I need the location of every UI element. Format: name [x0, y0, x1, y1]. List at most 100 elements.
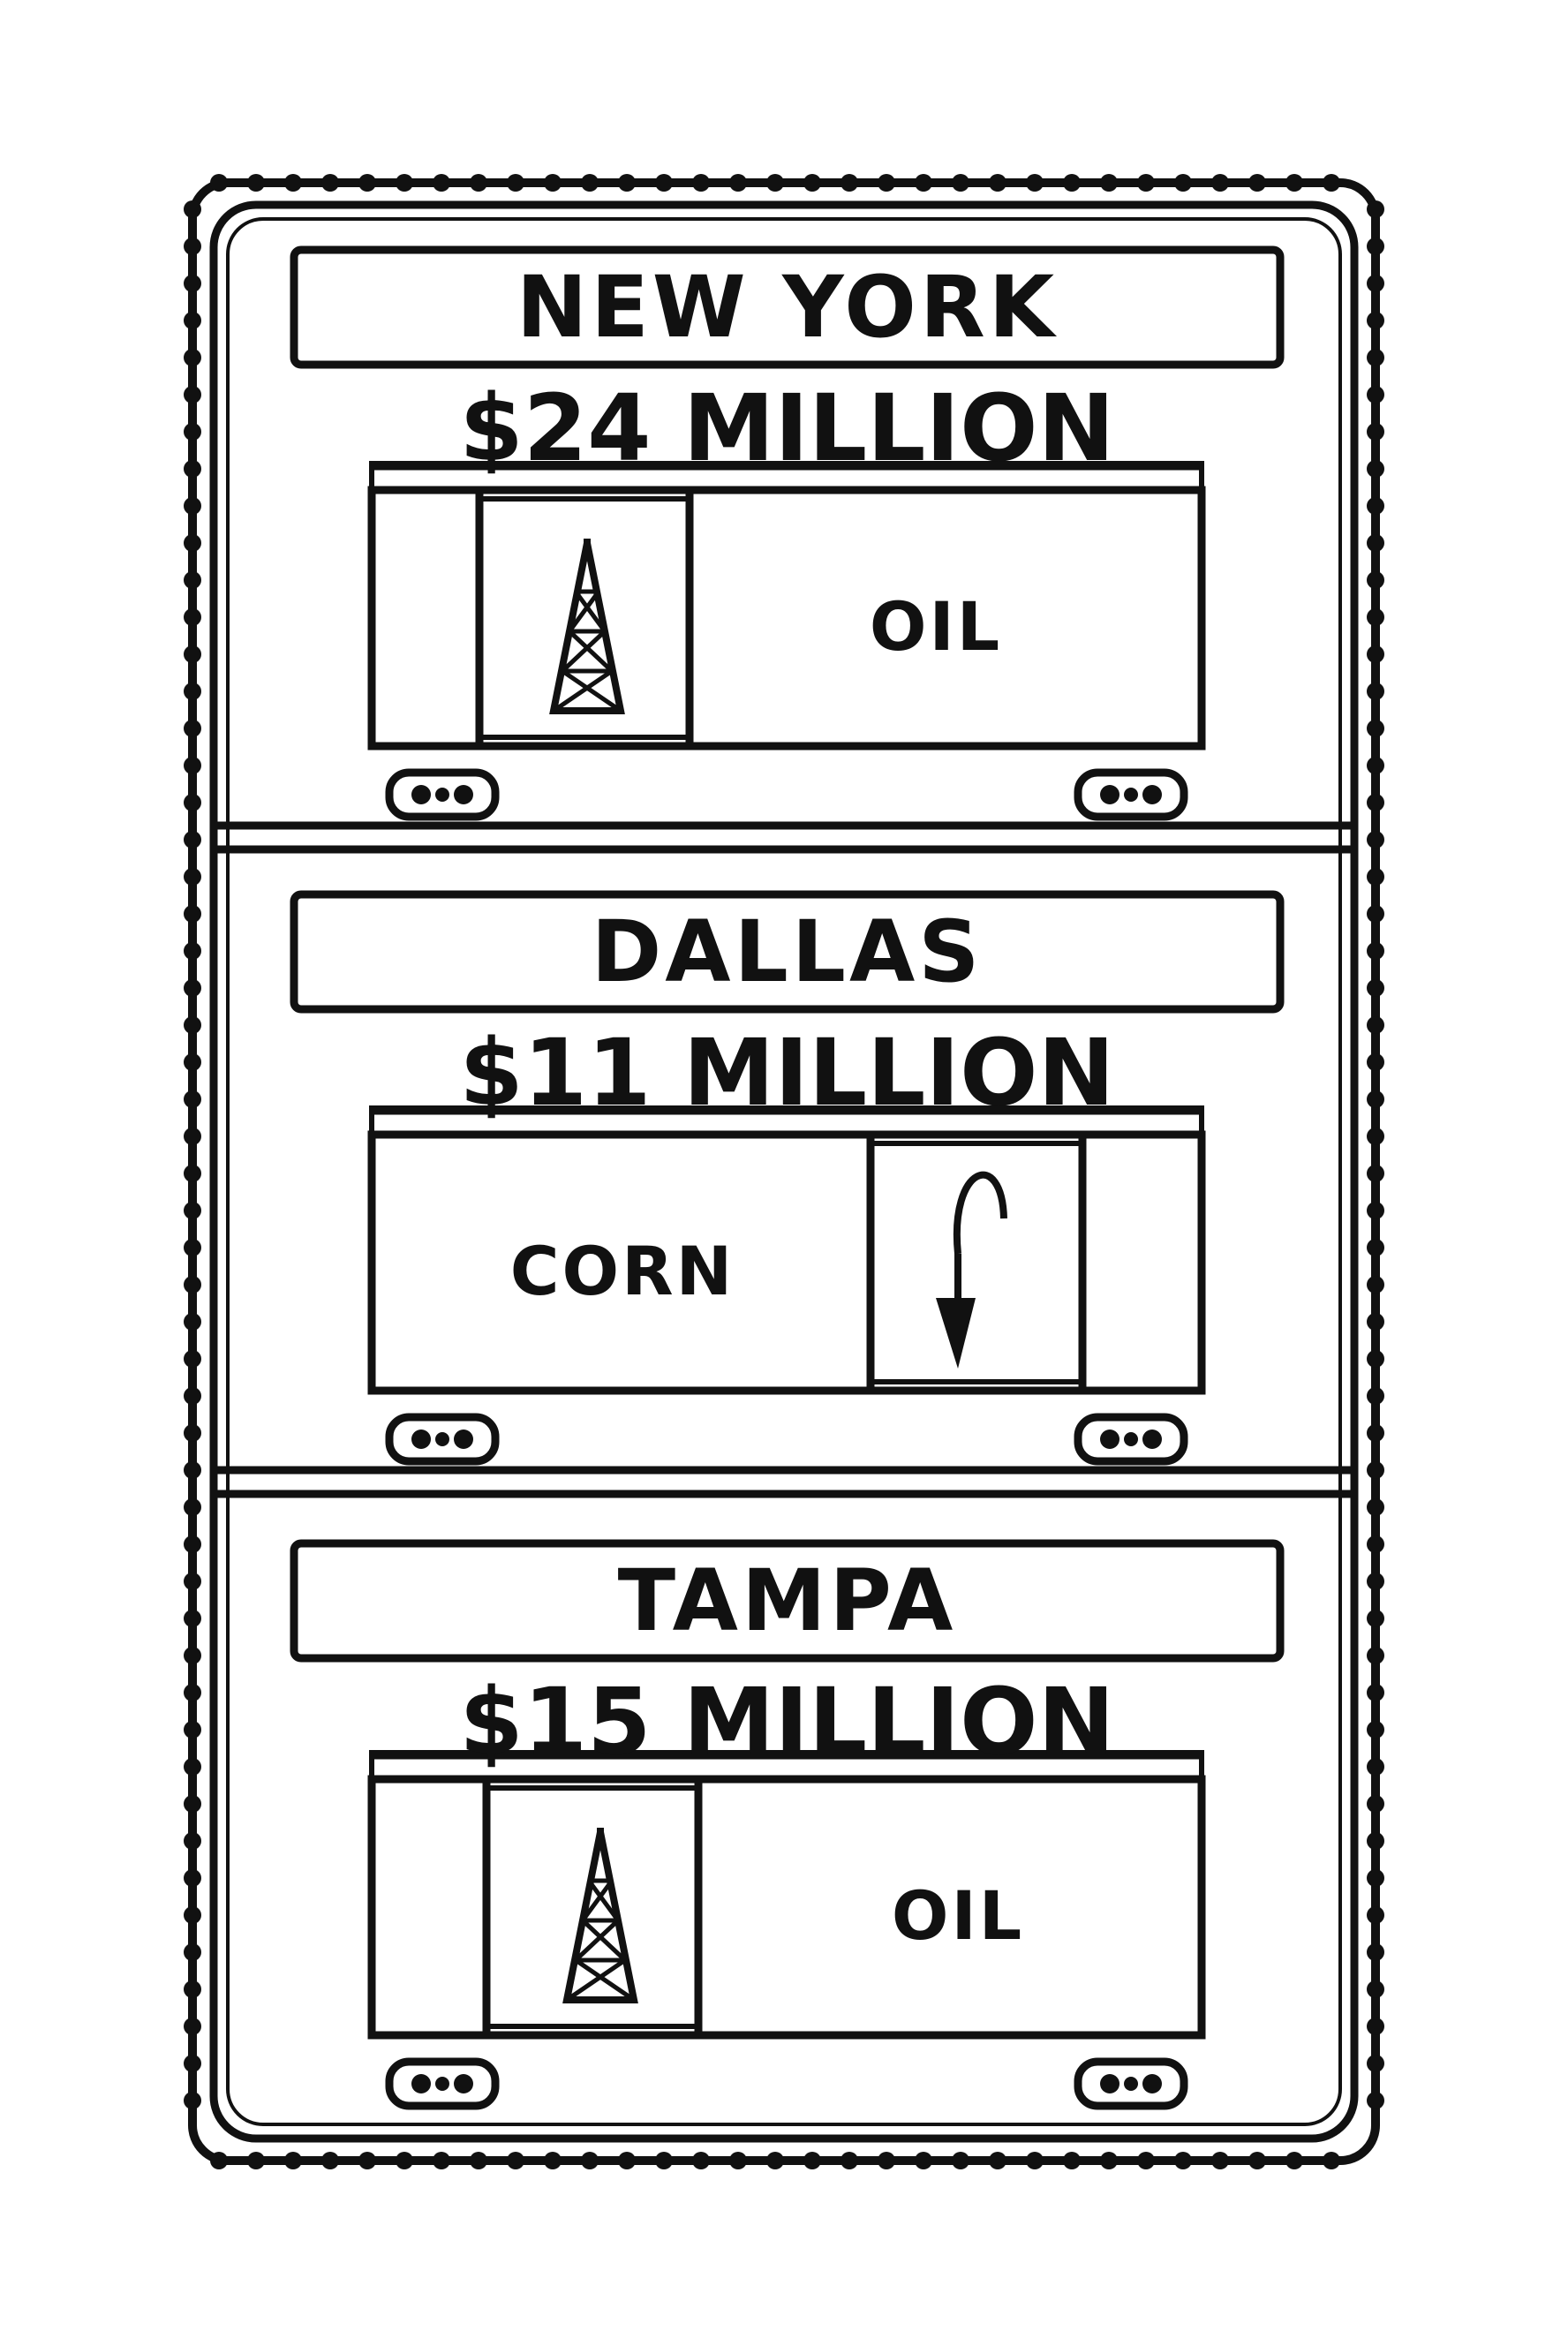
perforation-dot	[1367, 1535, 1384, 1553]
title-box-2	[290, 890, 1285, 1014]
perforation-dot	[184, 1795, 201, 1813]
perforation-dot	[1367, 312, 1384, 329]
amount-dallas: $11 MILLION	[459, 1019, 1115, 1127]
perforation-dot	[1367, 1498, 1384, 1516]
perforation-dot	[470, 2152, 487, 2169]
perforation-dot	[284, 174, 302, 192]
perforation-dot	[1367, 979, 1384, 997]
perforation-dot	[470, 174, 487, 192]
perforation-dot	[1367, 2018, 1384, 2035]
perforation-dot	[184, 1239, 201, 1256]
perforation-dot	[184, 831, 201, 849]
perforation-dot	[1367, 1128, 1384, 1145]
perforation-dot	[1367, 942, 1384, 960]
perforation-dot	[184, 386, 201, 404]
perforation-dot	[1367, 608, 1384, 626]
perforation-dot	[184, 2018, 201, 2035]
perforation-dot	[184, 608, 201, 626]
title-box-1	[290, 245, 1285, 369]
perforation-dot	[878, 174, 895, 192]
perforation-dot	[184, 720, 201, 737]
perforation-dot	[184, 534, 201, 552]
perforation-dot	[729, 2152, 747, 2169]
perforation-dot	[655, 2152, 673, 2169]
perforation-dot	[184, 1350, 201, 1368]
perforation-dot	[184, 1980, 201, 1998]
title-box-3	[290, 1539, 1285, 1663]
perforation-dot	[396, 174, 413, 192]
perforation-dot	[1137, 174, 1155, 192]
perforation-dot	[1367, 757, 1384, 774]
perforation-dot	[184, 868, 201, 886]
perforation-dot	[692, 174, 710, 192]
perforation-dot	[184, 423, 201, 441]
perforation-dot	[184, 1573, 201, 1590]
perforation-dot	[1367, 1906, 1384, 1924]
perforation-dot	[184, 645, 201, 663]
perforation-dot	[1248, 2152, 1266, 2169]
perforation-dot	[184, 1313, 201, 1331]
perforation-dot	[1367, 275, 1384, 292]
perforation-dot	[184, 1906, 201, 1924]
perforation-dot	[1367, 386, 1384, 404]
perforation-dot	[1367, 534, 1384, 552]
perforation-dot	[184, 757, 201, 774]
perforation-dot	[1367, 1090, 1384, 1108]
panel-divider-1	[214, 821, 1354, 854]
cargo-label-new-york: OIL	[869, 587, 1003, 666]
perforation-dot	[655, 174, 673, 192]
perforation-dot	[184, 1721, 201, 1739]
perforation-dot	[1367, 683, 1384, 700]
perforation-dot	[1285, 2152, 1303, 2169]
perforation-dot	[1248, 174, 1266, 192]
perforation-dot	[1026, 174, 1044, 192]
perforation-dot	[358, 2152, 376, 2169]
perforation-dot	[184, 1202, 201, 1219]
perforation-dot	[1367, 571, 1384, 589]
amount-tampa: $15 MILLION	[459, 1668, 1115, 1776]
perforation-dot	[184, 1424, 201, 1442]
perforation-dot	[184, 979, 201, 997]
perforation-dot	[184, 2092, 201, 2109]
perforation-dot	[1367, 1795, 1384, 1813]
perforation-dot	[184, 905, 201, 923]
perforation-dot	[284, 2152, 302, 2169]
perforation-dot	[1367, 1276, 1384, 1294]
perforation-dot	[1367, 460, 1384, 478]
perforation-dot	[1174, 174, 1192, 192]
perforation-dot	[1174, 2152, 1192, 2169]
perforation-dot	[915, 174, 932, 192]
perforation-dot	[184, 1684, 201, 1701]
city-name-tampa: TAMPA	[617, 1551, 957, 1650]
perforation-dot	[1367, 905, 1384, 923]
perforation-dot	[1323, 2152, 1340, 2169]
perforation-dot	[184, 1276, 201, 1294]
perforation-dot	[184, 200, 201, 218]
perforation-dot	[184, 2055, 201, 2072]
perforation-dot	[184, 1758, 201, 1776]
perforation-dot	[1367, 794, 1384, 811]
perforation-dot	[507, 174, 524, 192]
perforation-dot	[952, 174, 969, 192]
perforation-dot	[184, 238, 201, 255]
perforation-dot	[1367, 200, 1384, 218]
perforation-dot	[184, 1535, 201, 1553]
perforation-dot	[184, 683, 201, 700]
perforation-dot	[1211, 174, 1229, 192]
perforation-dot	[507, 2152, 524, 2169]
perforation-dot	[433, 2152, 450, 2169]
perforation-dot	[184, 794, 201, 811]
perforation-dot	[1323, 174, 1340, 192]
perforation-dot	[1367, 2092, 1384, 2109]
perforation-dot	[1367, 2055, 1384, 2072]
perforation-dot	[247, 2152, 265, 2169]
boxcar-3	[372, 1753, 1202, 2106]
perforation-dot	[1367, 1202, 1384, 1219]
perforation-dot	[1211, 2152, 1229, 2169]
perforation-dot	[841, 2152, 858, 2169]
perforation-dot	[618, 174, 636, 192]
boxcar-2	[372, 1108, 1202, 1461]
perforation-dot	[184, 1832, 201, 1850]
cargo-label-tampa: OIL	[891, 1876, 1025, 1955]
